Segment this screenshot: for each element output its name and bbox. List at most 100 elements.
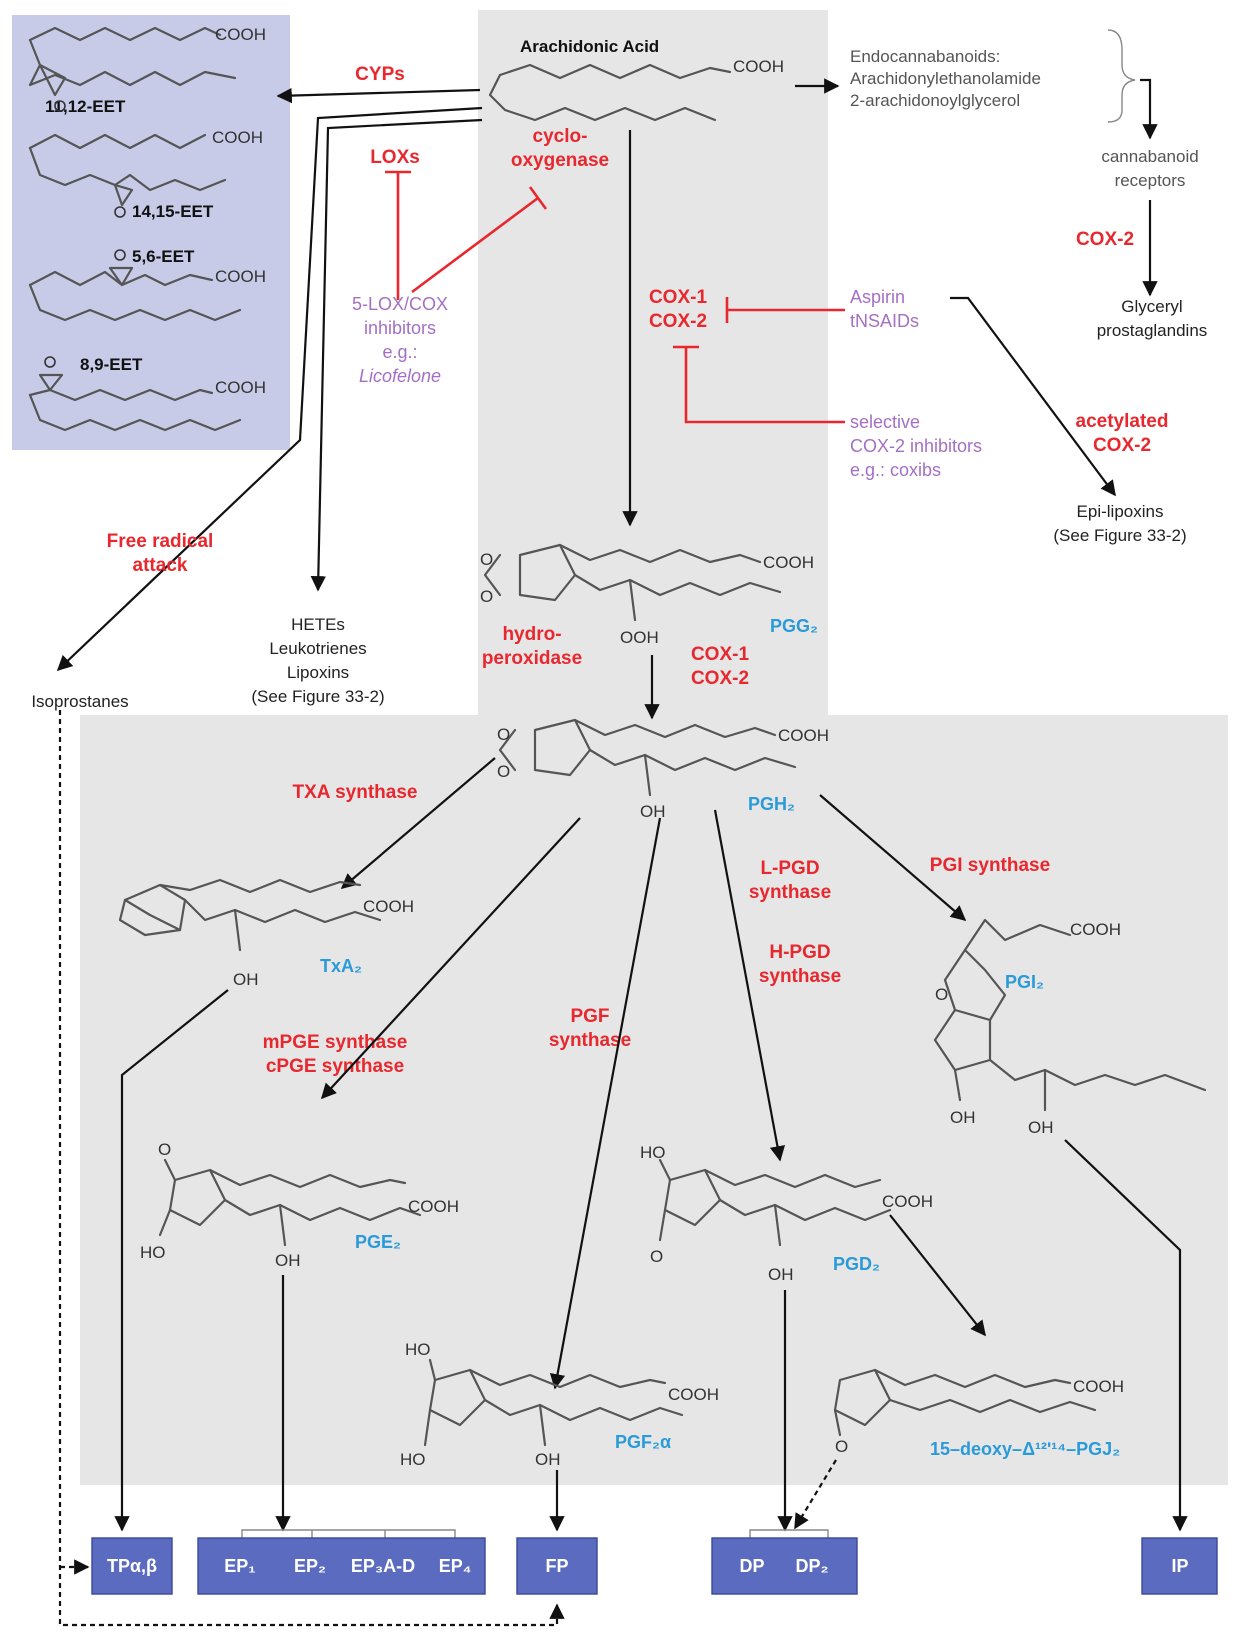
eet-1112-label: 11,12-EET — [45, 97, 126, 116]
cox1-label: COX-1 — [649, 287, 708, 308]
pge2-ho: HO — [140, 1243, 166, 1262]
acetylated-label: acetylated — [1076, 411, 1169, 432]
pgd2-structure: HO COOH O OH — [640, 1143, 933, 1284]
endocannabinoid-brace — [1107, 29, 1136, 123]
ep3-label: EP₃A-D — [351, 1556, 415, 1576]
cox2-endo-label: COX-2 — [1076, 229, 1134, 250]
inhibit-cyclooxygenase — [411, 186, 548, 294]
txa2-label: TxA₂ — [320, 956, 362, 976]
ip-receptor-box — [1141, 1537, 1218, 1595]
arrow-pgh2-to-pgf2a — [549, 817, 662, 1390]
lipoxins-label: Lipoxins — [287, 663, 349, 682]
eet-56-label: 5,6-EET — [132, 247, 195, 266]
leukotrienes-label: Leukotrienes — [269, 639, 366, 658]
pgf2a-cooh: COOH — [668, 1385, 719, 1404]
cyps-label: CYPs — [355, 64, 405, 85]
dp-label: DP — [739, 1556, 764, 1576]
licofelone-label: Licofelone — [359, 366, 441, 386]
eet-1112-cooh: COOH — [215, 25, 266, 44]
epi-lipoxins-ref: (See Figure 33-2) — [1053, 526, 1186, 545]
lox-cox-eg: e.g.: — [382, 342, 417, 362]
hpgd-synthase-label-2: synthase — [759, 966, 841, 987]
pgi2-label: PGI₂ — [1005, 972, 1044, 992]
eet-89-structure: 8,9-EET COOH — [28, 355, 266, 432]
eet-1415-cooh: COOH — [212, 128, 263, 147]
arrow-pgh2-to-txa2 — [340, 757, 496, 889]
pgd2-oh: OH — [768, 1265, 794, 1284]
pge2-cooh: COOH — [408, 1197, 459, 1216]
arrow-aa-to-isoprostanes — [56, 106, 483, 672]
anandamide-label: Arachidonylethanolamide — [850, 69, 1041, 88]
lpgd-synthase-label-2: synthase — [749, 882, 831, 903]
ip-label: IP — [1171, 1556, 1188, 1576]
free-radical-label: Free radical — [107, 531, 214, 552]
pgf2a-ho1: HO — [405, 1340, 431, 1359]
pgj2-structure: COOH O — [833, 1368, 1124, 1456]
cox-panel — [478, 10, 828, 715]
pge2-oh: OH — [275, 1251, 301, 1270]
cyclooxygenase-label: cyclo- — [533, 126, 588, 147]
fp-receptor-box — [516, 1537, 598, 1595]
synthase-panel — [80, 715, 1228, 1485]
pgi2-cooh: COOH — [1070, 920, 1121, 939]
fp-label: FP — [545, 1556, 568, 1576]
dp-receptor-box — [711, 1537, 858, 1595]
arrow-pgh2-to-pge2 — [320, 817, 581, 1100]
txa2-oh: OH — [233, 970, 259, 989]
lox-cox-inhibitors-label: 5-LOX/COX — [352, 294, 448, 314]
cpge-synthase-label: cPGE synthase — [266, 1056, 404, 1077]
txa2-structure: COOH OH — [118, 878, 414, 989]
cox1b-label: COX-1 — [691, 644, 750, 665]
pgj2-cooh: COOH — [1073, 1377, 1124, 1396]
pgi2-o: O — [935, 985, 948, 1004]
glyceryl-label: Glyceryl — [1121, 297, 1182, 316]
tnsaids-label: tNSAIDs — [850, 311, 919, 331]
pgh2-oh: OH — [640, 802, 666, 821]
cox2b-label: COX-2 — [691, 668, 749, 689]
pgg2-o2: O — [480, 587, 493, 606]
lpgd-synthase-label: L-PGD — [760, 858, 819, 879]
pgf-synthase-label-2: synthase — [549, 1030, 631, 1051]
pgf-synthase-label: PGF — [570, 1006, 609, 1027]
pge2-structure: O COOH HO OH — [140, 1140, 459, 1270]
ep4-label: EP₄ — [439, 1556, 472, 1576]
hetes-ref-label: (See Figure 33-2) — [251, 687, 384, 706]
receptor-boxes: TPα,β EP₁ EP₂ EP₃A-D EP₄ FP DP DP₂ IP — [91, 1529, 1218, 1595]
mpge-synthase-label: mPGE synthase — [263, 1032, 408, 1053]
pgd2-ho: HO — [640, 1143, 666, 1162]
pgi-synthase-label: PGI synthase — [930, 855, 1050, 876]
arrow-isoprostanes-to-fp — [58, 710, 565, 1627]
pge2-o: O — [158, 1140, 171, 1159]
arrow-aspirin-to-epi-lipoxins — [950, 296, 1116, 497]
arrow-to-cannabinoid-receptors — [1140, 78, 1158, 140]
pgg2-ooh: OOH — [620, 628, 659, 647]
isoprostanes-label: Isoprostanes — [31, 692, 128, 711]
aspirin-label: Aspirin — [850, 287, 905, 307]
txa-synthase-label: TXA synthase — [293, 782, 418, 803]
pgf2a-oh: OH — [535, 1450, 561, 1469]
ep-receptor-box — [197, 1537, 486, 1595]
arrow-txa2-to-tp — [114, 989, 229, 1532]
coxibs-label-2: COX-2 inhibitors — [850, 436, 982, 456]
free-radical-label-2: attack — [133, 555, 188, 576]
glyceryl-label-2: prostaglandins — [1097, 321, 1208, 340]
coxibs-label: selective — [850, 412, 920, 432]
cannabinoid-receptors-label: cannabanoid — [1101, 147, 1198, 166]
endocannabinoids-label: Endocannabanoids: — [850, 47, 1000, 66]
pgg2-cooh: COOH — [763, 553, 814, 572]
cyclooxygenase-label-2: oxygenase — [511, 150, 609, 171]
pgd2-cooh: COOH — [882, 1192, 933, 1211]
pgd2-o: O — [650, 1247, 663, 1266]
pgh2-structure: O O COOH OH — [497, 718, 829, 821]
hpgd-synthase-label: H-PGD — [769, 942, 830, 963]
arachidonic-cooh: COOH — [733, 57, 784, 76]
arrow-aa-to-eets — [276, 87, 481, 104]
eet-1415-structure: COOH 14,15-EET — [28, 128, 263, 221]
arachidonic-acid-structure: COOH — [488, 57, 784, 122]
pgd2-label: PGD₂ — [833, 1254, 880, 1274]
pgj2-o: O — [835, 1437, 848, 1456]
arrow-pgi2-to-ip — [1064, 1139, 1188, 1532]
cannabinoid-receptors-label-2: receptors — [1115, 171, 1186, 190]
arrow-pgj2-to-dp2 — [794, 1459, 837, 1530]
